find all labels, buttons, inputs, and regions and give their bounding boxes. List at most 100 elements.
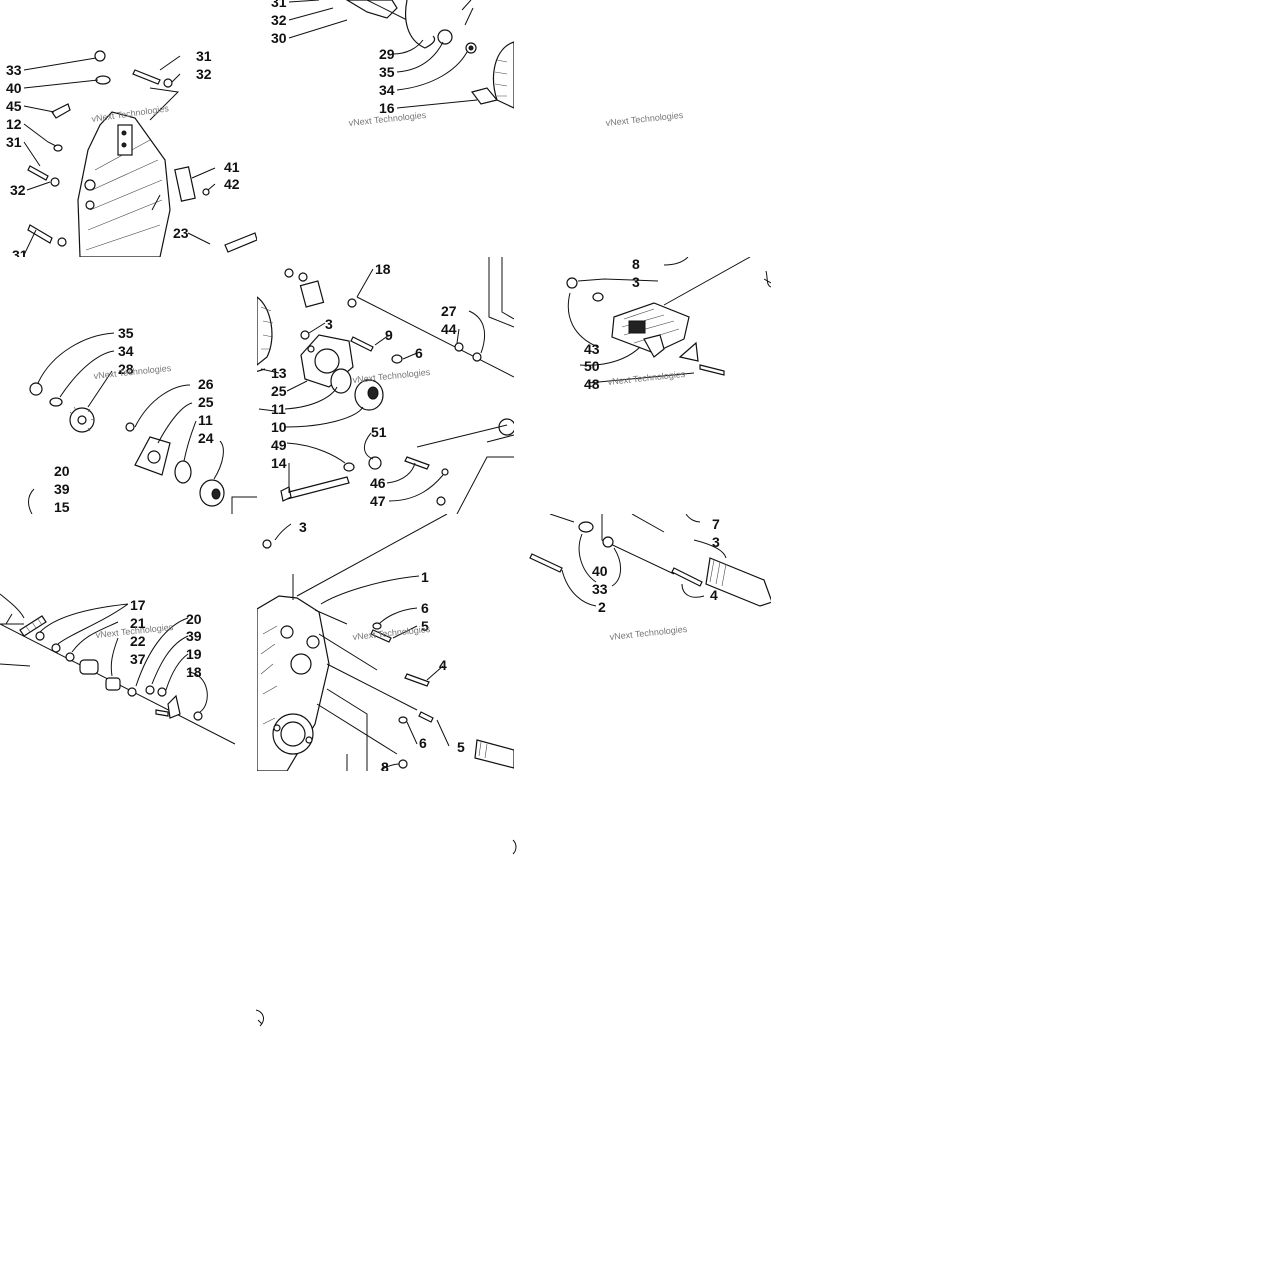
chain-case-cover: [77, 111, 171, 257]
tile-top-left-drawing: 33 40 45 12 31 32 31 32 41 42 23 31 vNex…: [6, 48, 257, 257]
tile-middle-right-drawing: 8 3 43 50 48 vNext Technologies: [566, 257, 771, 392]
ring-11: [330, 368, 352, 394]
spring-29: [404, 0, 436, 49]
washer-6: [391, 354, 403, 364]
watermark: vNext Technologies: [605, 110, 684, 128]
bolt-33: [94, 50, 106, 62]
callout-3: 3: [632, 274, 640, 290]
callout-45: 45: [6, 98, 22, 114]
callout-1: 1: [421, 569, 429, 585]
drive-shaft-3: [705, 557, 771, 607]
callout-31: 31: [6, 134, 22, 150]
callout-6: 6: [415, 345, 423, 361]
callout-8: 8: [381, 759, 389, 771]
callout-51: 51: [371, 424, 387, 440]
callout-19: 19: [186, 646, 202, 662]
tile-top-middle-drawing: 31 32 30 29 35 34 16 vNext Technologies: [271, 0, 514, 128]
nut-33: [602, 536, 614, 548]
washer-12: [53, 144, 63, 152]
callout-32: 32: [10, 182, 26, 198]
sprocket-36: [257, 296, 273, 366]
callout-33: 33: [592, 581, 608, 597]
bolt-45: [51, 103, 71, 119]
callout-21: 21: [130, 615, 146, 631]
cover-window: [117, 124, 133, 156]
callout-25: 25: [198, 394, 214, 410]
callout-5: 5: [457, 739, 465, 755]
nut-3: [300, 330, 310, 340]
callout-42: 42: [224, 176, 240, 192]
nut-27: [454, 342, 464, 352]
tile-bottom-right-drawing: 7 3 40 33 2 4 vNext Technologies: [529, 514, 771, 642]
tile-top-middle: 31 32 30 29 35 34 16 vNext Technologies: [257, 0, 514, 257]
callout-32: 32: [196, 66, 212, 82]
callout-31: 31: [271, 0, 287, 10]
oil-pump-50: [611, 302, 690, 354]
washer-39: [145, 685, 155, 695]
shaft-23: [224, 232, 257, 253]
callout-8: 8: [632, 257, 640, 272]
callout-6: 6: [419, 735, 427, 751]
tile-middle-right: 8 3 43 50 48 vNext Technologies: [514, 257, 771, 514]
bolt-2: [529, 553, 563, 573]
callout-47: 47: [370, 493, 386, 509]
shaft: [474, 739, 514, 769]
washer-21: [35, 631, 45, 641]
callout-15: 15: [54, 499, 70, 514]
callout-49: 49: [271, 437, 287, 453]
bolt-5-b: [418, 711, 434, 723]
tile-top-right-drawing: vNext Technologies: [605, 110, 684, 128]
callout-39: 39: [54, 481, 70, 497]
washer-22: [51, 643, 61, 653]
bushing-37: [79, 659, 99, 675]
callout-25: 25: [271, 383, 287, 399]
callout-31: 31: [196, 48, 212, 64]
screw-42: [202, 188, 210, 196]
nut-18: [347, 298, 357, 308]
bolt-5: [370, 629, 392, 643]
callout-26: 26: [198, 376, 214, 392]
watermark: vNext Technologies: [352, 624, 431, 642]
tile-middle-left-drawing: 35 34 28 26 25 11 24 20 39 15 vNext Tech…: [28, 325, 257, 514]
nut-18: [193, 711, 203, 721]
washer-40: [578, 521, 594, 533]
callout-28: 28: [118, 361, 134, 377]
callout-13: 13: [271, 365, 287, 381]
tile-middle-left: 35 34 28 26 25 11 24 20 39 15 vNext Tech…: [0, 257, 257, 514]
callout-7: 7: [712, 516, 720, 532]
callout-34: 34: [379, 82, 395, 98]
stray-fragment-right: [512, 839, 517, 855]
callout-2: 2: [598, 599, 606, 615]
bolt-26: [125, 422, 135, 432]
tile-top-right: vNext Technologies: [514, 0, 771, 257]
callout-41: 41: [224, 159, 240, 175]
bolt-31-c: [27, 224, 53, 244]
callout-10: 10: [271, 419, 287, 435]
bolt-14: [284, 476, 350, 500]
callout-35: 35: [379, 64, 395, 80]
callout-48: 48: [584, 376, 600, 392]
callout-22: 22: [130, 633, 146, 649]
callout-4: 4: [710, 587, 718, 603]
nut-35: [437, 29, 453, 45]
callout-27: 27: [441, 303, 457, 319]
callout-17: 17: [130, 597, 146, 613]
bolt-4: [671, 567, 703, 587]
nut-3: [566, 277, 578, 289]
callout-6: 6: [421, 600, 429, 616]
callout-11: 11: [198, 412, 213, 428]
nut-51: [368, 456, 382, 470]
tile-bottom-middle: 3 1 6 5 4 6 5 8 vNext Technologies: [257, 514, 514, 771]
tile-bottom-left-drawing: 17 21 22 37 20 39 19 18 vNext Technologi…: [0, 593, 236, 745]
ring-11: [174, 460, 192, 484]
callout-39: 39: [186, 628, 202, 644]
callout-3: 3: [325, 316, 333, 332]
callout-20: 20: [54, 463, 70, 479]
nut-44: [472, 352, 482, 362]
callout-16: 16: [379, 100, 395, 116]
callout-44: 44: [441, 321, 457, 337]
callout-23: 23: [173, 225, 189, 241]
tile-center-drawing: 18 3 9 6 27 44 36 23 13 25 11 10 38 49 5…: [257, 257, 514, 514]
callout-37: 37: [130, 651, 146, 667]
callout-30: 30: [271, 30, 287, 46]
